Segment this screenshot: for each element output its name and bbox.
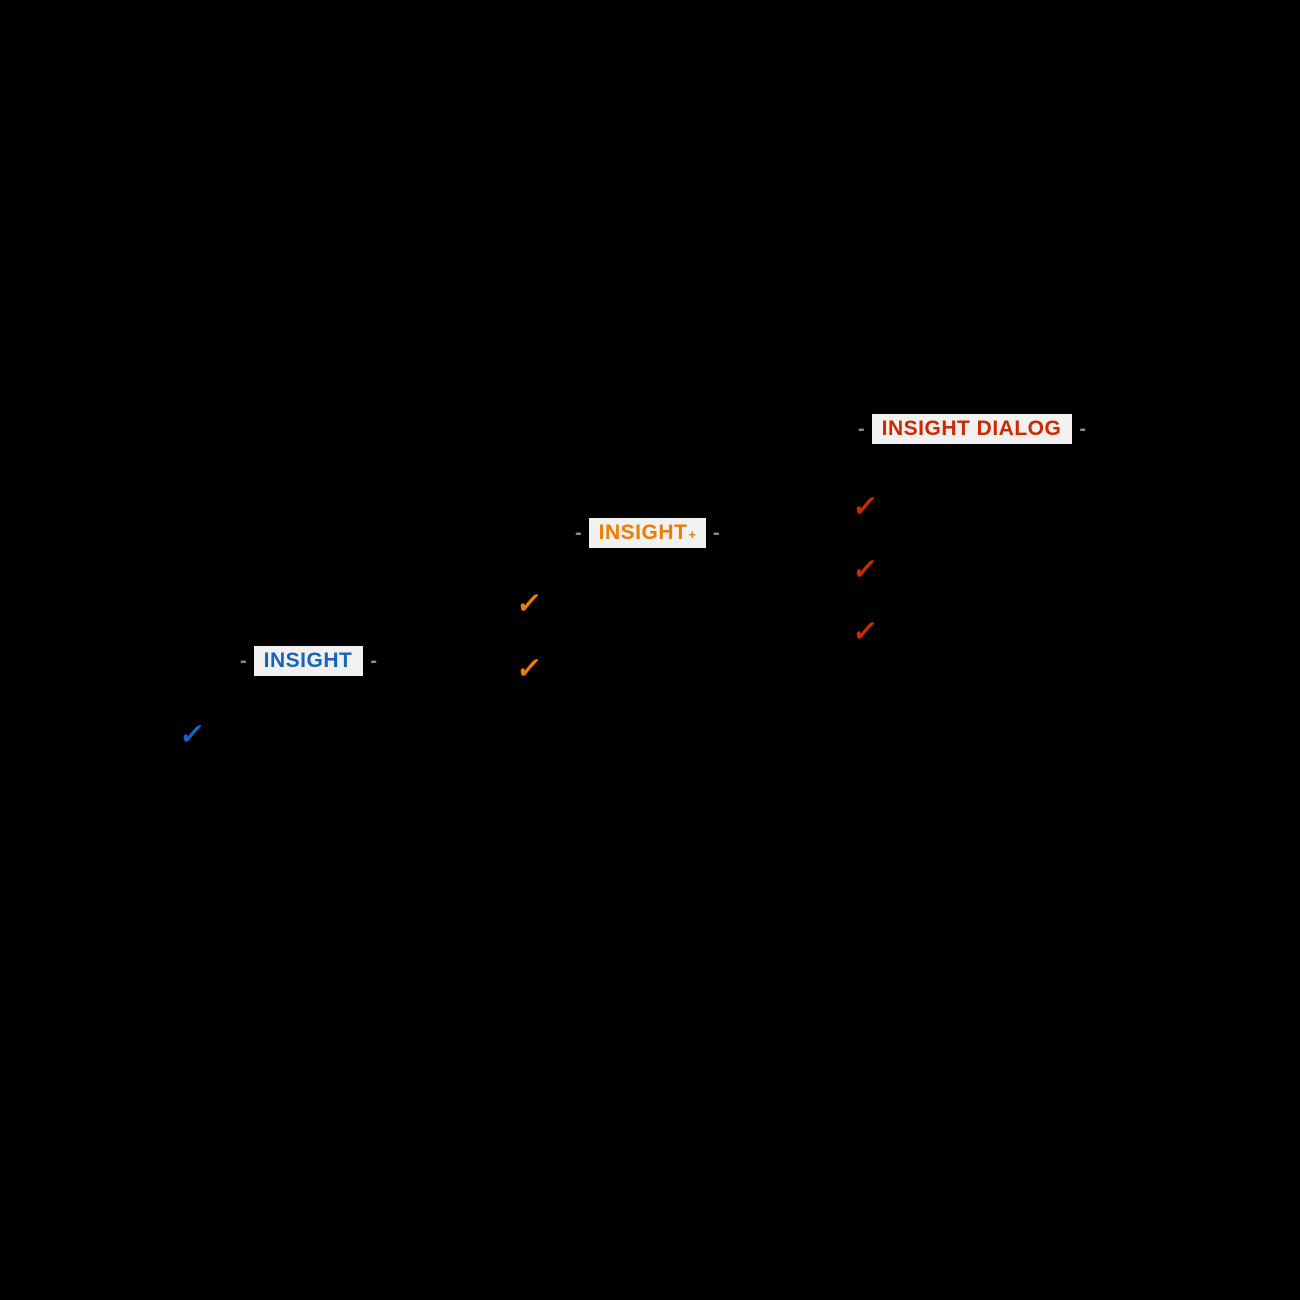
tier-label-insight-plus: - INSIGHT+ - <box>575 518 720 549</box>
dash-left: - <box>858 418 865 441</box>
tier-name-insight-plus: INSIGHT <box>598 521 688 544</box>
dash-right: - <box>1079 418 1087 441</box>
dash-left: - <box>240 650 247 673</box>
check-icon-insight-plus-2: ✓ <box>514 653 544 685</box>
tier-name-insight-dialog: INSIGHT DIALOG <box>881 417 1062 440</box>
check-icon-insight-dialog-3: ✓ <box>850 616 880 648</box>
tier-label-insight: - INSIGHT - <box>240 646 378 677</box>
tier-superscript-plus: + <box>688 527 696 542</box>
label-strip: INSIGHT <box>253 646 364 677</box>
dash-right: - <box>712 522 720 545</box>
check-icon-insight-plus-1: ✓ <box>514 588 544 620</box>
check-icon-insight-dialog-1: ✓ <box>850 491 880 523</box>
check-icon-insight-dialog-2: ✓ <box>850 554 880 586</box>
dash-right: - <box>370 650 378 673</box>
label-strip: INSIGHT DIALOG <box>871 414 1073 445</box>
dash-left: - <box>575 522 582 545</box>
tier-name-insight: INSIGHT <box>263 649 353 672</box>
tier-label-insight-dialog: - INSIGHT DIALOG - <box>858 414 1087 445</box>
label-strip: INSIGHT+ <box>588 518 706 549</box>
check-icon-insight-1: ✓ <box>177 719 207 751</box>
